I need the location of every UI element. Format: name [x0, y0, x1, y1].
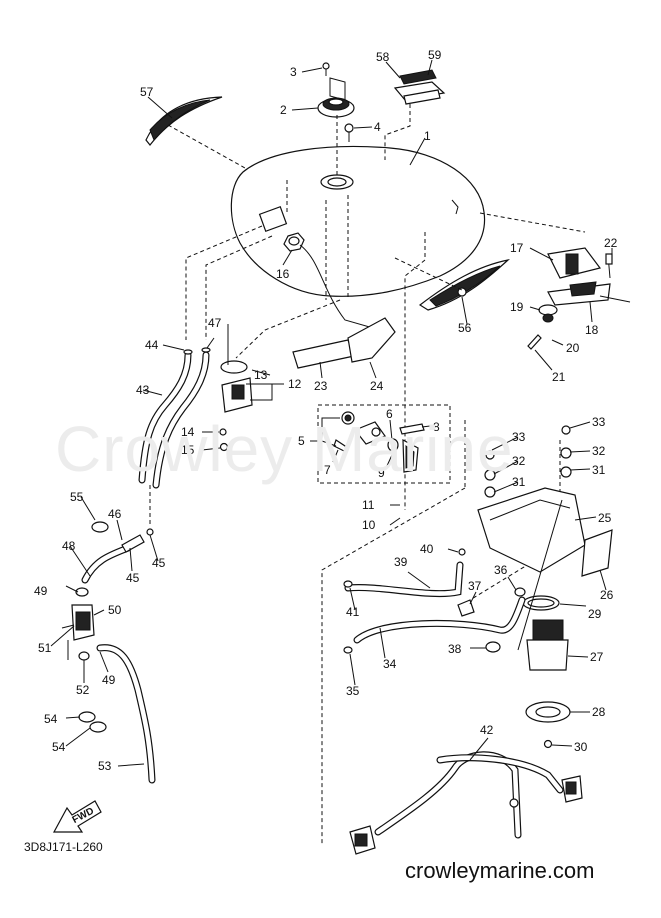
callout-49b: 49: [102, 673, 116, 687]
callout-31a: 31: [592, 463, 606, 477]
callout-34: 34: [383, 657, 397, 671]
callout-33a: 33: [592, 415, 606, 429]
callout-labels: 1 2 3 4 5 6 7 8 9 10 11 12 13 14 15 16 1…: [34, 48, 618, 773]
callout-11: 11: [362, 498, 375, 512]
fwd-arrow: FWD: [52, 800, 102, 833]
callout-2: 2: [280, 103, 287, 117]
callout-5: 5: [298, 434, 305, 448]
pads: [292, 317, 396, 369]
hose-clip-assembly: [219, 360, 253, 452]
callout-22: 22: [604, 236, 618, 250]
callout-50: 50: [108, 603, 122, 617]
callout-20: 20: [566, 341, 580, 355]
fuel-tank: [230, 145, 486, 300]
leader-lines: [50, 59, 613, 767]
callout-42: 42: [480, 723, 494, 737]
callout-45a: 45: [152, 556, 166, 570]
callout-49a: 49: [34, 584, 48, 598]
callout-32b: 32: [512, 454, 526, 468]
callout-26: 26: [600, 588, 614, 602]
callout-23: 23: [314, 379, 328, 393]
callout-38: 38: [448, 642, 462, 656]
lower-left-hoses: [61, 521, 156, 784]
callout-24: 24: [370, 379, 384, 393]
callout-58: 58: [376, 50, 390, 64]
callout-33b: 33: [512, 430, 526, 444]
callout-35: 35: [346, 684, 360, 698]
callout-40: 40: [420, 542, 434, 556]
callout-28: 28: [592, 705, 606, 719]
diagram-code: 3D8J171-L260: [24, 840, 103, 854]
callout-48: 48: [62, 539, 76, 553]
callout-3: 3: [290, 65, 297, 79]
callout-36: 36: [494, 563, 508, 577]
callout-57: 57: [140, 85, 154, 99]
fuel-cock-box: [317, 404, 451, 484]
callout-15: 15: [181, 443, 195, 457]
callout-32a: 32: [592, 444, 606, 458]
callout-37: 37: [468, 579, 482, 593]
callout-41: 41: [346, 605, 360, 619]
callout-4: 4: [374, 120, 381, 134]
website-label: crowleymarine.com: [405, 858, 595, 883]
callout-56: 56: [458, 321, 472, 335]
callout-9: 9: [378, 466, 385, 480]
callout-25: 25: [598, 511, 612, 525]
fuel-cap: [317, 62, 355, 178]
assembly-guides: [185, 225, 561, 845]
callout-1: 1: [424, 129, 431, 143]
callout-14: 14: [181, 425, 195, 439]
callout-39: 39: [394, 555, 408, 569]
callout-31b: 31: [512, 475, 526, 489]
callout-44: 44: [145, 338, 159, 352]
callout-53: 53: [98, 759, 112, 773]
callout-19: 19: [510, 300, 524, 314]
callout-30: 30: [574, 740, 588, 754]
callout-12: 12: [288, 377, 302, 391]
callout-7: 7: [324, 463, 331, 477]
rear-bracket: [479, 212, 631, 350]
callout-17: 17: [510, 241, 524, 255]
callout-46: 46: [108, 507, 122, 521]
tank-damper: [283, 232, 381, 331]
callout-47: 47: [208, 316, 222, 330]
callout-51: 51: [38, 641, 52, 655]
callout-54a: 54: [44, 712, 58, 726]
callout-59: 59: [428, 48, 442, 62]
watermark: Crowley Marine: [55, 413, 514, 485]
callout-8: 8: [433, 420, 440, 434]
callout-54b: 54: [52, 740, 66, 754]
callout-29: 29: [588, 607, 602, 621]
emblem-decals: [384, 69, 446, 160]
callout-6: 6: [386, 407, 393, 421]
callout-21: 21: [552, 370, 566, 384]
callout-16: 16: [276, 267, 290, 281]
callout-55: 55: [70, 490, 84, 504]
callout-52: 52: [76, 683, 90, 697]
callout-18: 18: [585, 323, 599, 337]
callout-45b: 45: [126, 571, 140, 585]
callout-13: 13: [254, 368, 268, 382]
callout-27: 27: [590, 650, 604, 664]
fuel-hose-42: [349, 751, 583, 855]
fuel-pump-assembly: [343, 425, 613, 749]
callout-43: 43: [136, 383, 150, 397]
left-hoses: [138, 347, 211, 525]
side-graphics: [145, 96, 511, 311]
callout-10: 10: [362, 518, 376, 532]
